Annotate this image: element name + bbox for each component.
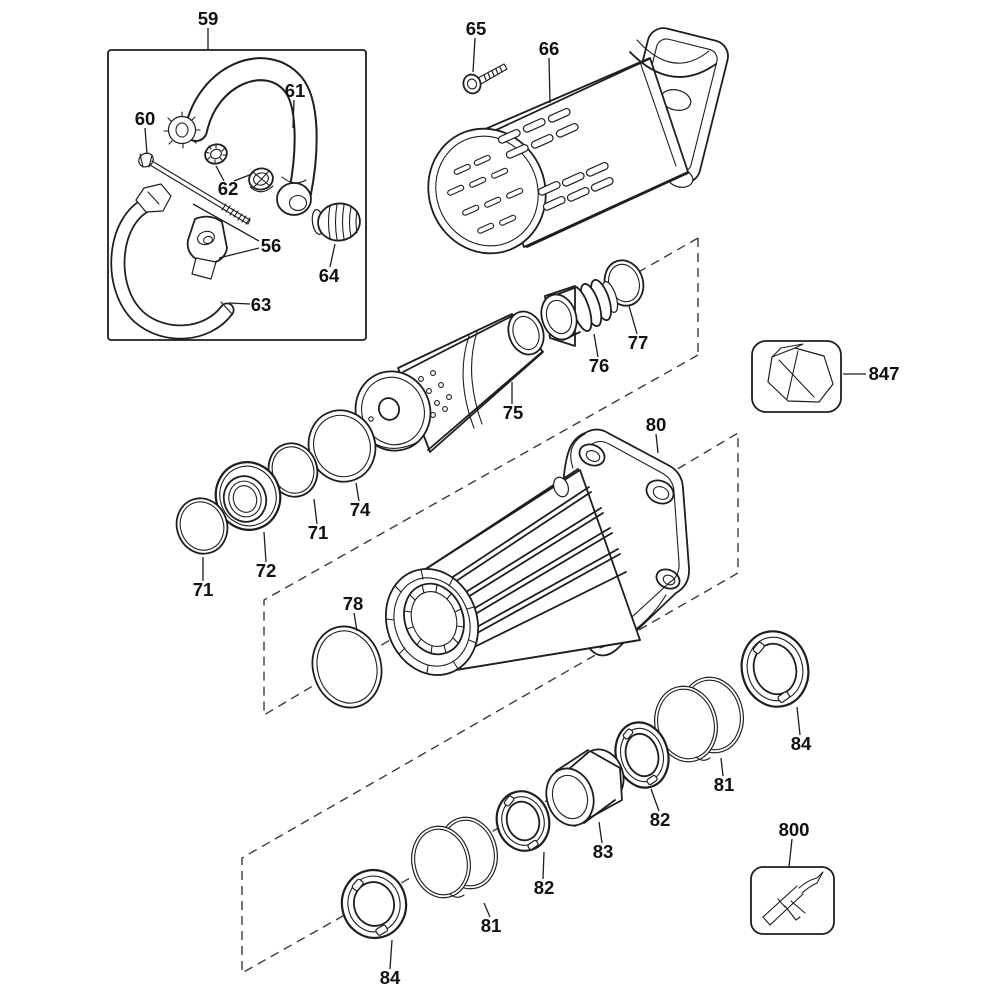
- handle-kit-box: [108, 50, 366, 340]
- part-label-71-middle: 71: [308, 522, 329, 543]
- part-label-77: 77: [628, 332, 649, 353]
- part-side-handle-61: [164, 69, 311, 215]
- part-label-76: 76: [589, 355, 610, 376]
- part-label-847: 847: [869, 363, 900, 384]
- part-label-62: 62: [218, 178, 239, 199]
- part-label-71-left: 71: [193, 579, 214, 600]
- part-label-63: 63: [251, 294, 272, 315]
- part-label-82-lower: 82: [534, 877, 555, 898]
- part-label-61: 61: [285, 80, 306, 101]
- part-label-80: 80: [646, 414, 667, 435]
- part-label-800: 800: [779, 819, 810, 840]
- callout-labels: 59 60 61 62 56 63 64 65 66 75 76 77 74 7…: [135, 8, 900, 988]
- part-screw-65: [461, 64, 507, 96]
- part-motor-housing-66: [410, 25, 732, 271]
- part-label-82-upper: 82: [650, 809, 671, 830]
- part-label-81-bottom: 81: [481, 915, 502, 936]
- part-o-ring-74: [299, 401, 386, 491]
- part-retaining-ring-84-left: [336, 864, 413, 944]
- part-clamp-band-63: [118, 184, 232, 332]
- part-label-84-left: 84: [380, 967, 401, 988]
- part-o-ring-78: [304, 619, 391, 716]
- part-gear-housing-80: [371, 430, 689, 689]
- part-label-81-top: 81: [714, 774, 735, 795]
- part-clamp-bracket-56: [188, 217, 227, 279]
- part-collar-76: [536, 278, 621, 346]
- part-bolt-60: [136, 150, 250, 224]
- part-bearing-72: [207, 454, 289, 538]
- part-label-60: 60: [135, 108, 156, 129]
- part-label-66: 66: [539, 38, 560, 59]
- part-label-59: 59: [198, 8, 219, 29]
- part-nut-62: [247, 166, 276, 192]
- part-label-74: 74: [350, 499, 371, 520]
- part-label-64: 64: [319, 265, 340, 286]
- part-label-56: 56: [261, 235, 282, 256]
- part-knob-64: [311, 201, 363, 243]
- part-cylinder-75: [345, 307, 550, 462]
- part-o-ring-71-left: [169, 491, 235, 561]
- part-lock-washer-62: [202, 141, 229, 166]
- part-label-78: 78: [343, 593, 364, 614]
- grease-pouch-box-847: [752, 341, 841, 412]
- part-retaining-ring-84-right: [733, 624, 816, 714]
- part-bushing-83: [539, 744, 630, 832]
- part-label-83: 83: [593, 841, 614, 862]
- part-piston-rings-81-top: [648, 671, 750, 767]
- part-piston-rings-81-bottom: [405, 812, 504, 903]
- part-label-84-right: 84: [791, 733, 812, 754]
- part-label-72: 72: [256, 560, 277, 581]
- part-label-75: 75: [503, 402, 524, 423]
- callout-leader-lines: [145, 28, 866, 969]
- grease-applicator-box-800: [751, 867, 834, 934]
- part-ring-82-upper: [608, 716, 675, 793]
- part-label-65: 65: [466, 18, 487, 39]
- part-ring-82-lower: [490, 785, 556, 856]
